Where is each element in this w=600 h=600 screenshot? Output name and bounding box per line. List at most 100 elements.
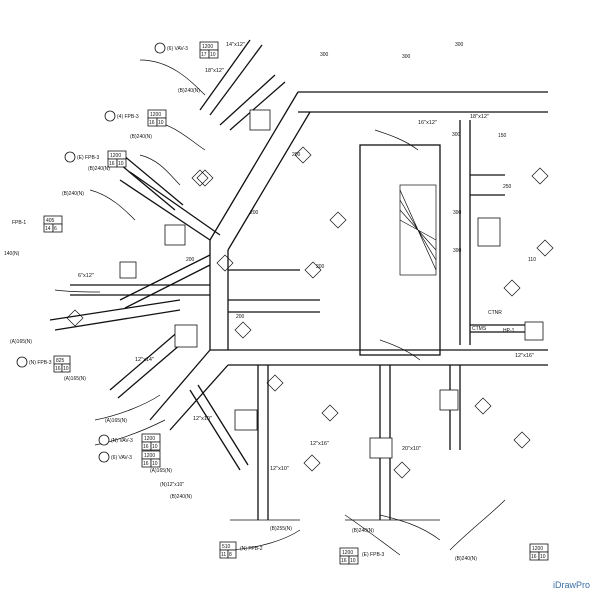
cfm-value: 150 (498, 133, 507, 139)
tag-b: 10 (210, 52, 216, 58)
tag-prefix: (E) FPB-3 (77, 155, 99, 161)
equipment-labels: HP-1 CTNR CTMS (472, 310, 515, 334)
diffuser-label: (B)255(N) (270, 526, 292, 532)
ctms-label: CTMS (472, 326, 487, 332)
tag-b: 10 (350, 558, 356, 564)
tag-a: 16 (143, 461, 149, 467)
cfm-value: 200 (250, 210, 259, 216)
cfm-value: 300 (320, 52, 329, 58)
cfm-value: 110 (528, 257, 536, 263)
tag-prefix: (N) FPB-3 (29, 360, 52, 366)
duct-size-list: 14"x12" 18"x12" 16"x12" 6"x12" 12"x14" 1… (78, 42, 534, 472)
tag-a: 17 (201, 52, 207, 58)
tag-a: 16 (531, 554, 537, 560)
cfm-list: 300 300 300 250 390 390 200 200 200 200 … (186, 42, 536, 320)
tag-cfm: 1200 (532, 546, 543, 552)
tag-a: 11 (221, 552, 226, 558)
tag-prefix: (4) FPB-3 (117, 114, 139, 120)
watermark-logo: iDrawPro (552, 580, 590, 590)
duct-size: 6"x12" (78, 273, 94, 279)
diffuser-label: (B)240(N) (62, 191, 84, 197)
tag-a: 16 (143, 444, 149, 450)
duct-size: 12"x10" (270, 466, 289, 472)
duct-size: 16"x12" (418, 120, 437, 126)
diffuser-label-list: (B)240(N) (B)240(N) (B)240(N) (B)240(N) … (4, 88, 477, 562)
main-duct-network (149, 91, 548, 431)
cfm-value: 390 (453, 210, 462, 216)
diffuser-label: (N)12"x10" (160, 482, 184, 488)
diffuser-label: (B)240(N) (352, 528, 374, 534)
tag-a: 16 (341, 558, 347, 564)
tag-prefix: (N) FPB-2 (240, 546, 263, 552)
tag-fpb3-c[interactable]: (N) FPB-3 825 16 10 (16, 355, 71, 373)
tag-prefix: (6) VAV-3 (111, 455, 132, 461)
cfm-value: 200 (316, 264, 325, 270)
duct-size: 12"x16" (515, 353, 534, 359)
diffuser-label: (A)165(N) (64, 376, 86, 382)
tag-prefix: (E) FPB-3 (362, 552, 384, 558)
duct-size: 12"x10" (193, 416, 212, 422)
equipment-tag-list: (6) VAV-3 1200 17 10 (4) FPB-3 1200 16 1… (12, 41, 549, 565)
tag-b: 10 (152, 461, 158, 467)
tag-cfm: 1200 (150, 112, 161, 118)
tag-cfm: 1200 (342, 550, 353, 556)
duct-size: 12"x14" (135, 357, 154, 363)
hp-label: HP-1 (503, 328, 515, 334)
duct-size: 12"x16" (310, 441, 329, 447)
diffuser-label: (B)240(N) (170, 494, 192, 500)
cfm-value: 390 (453, 248, 462, 254)
tag-prefix: (N) VAV-3 (111, 438, 133, 444)
tag-b: 10 (118, 161, 124, 167)
duct-size: 18"x12" (205, 68, 224, 74)
tag-vav3-top[interactable]: (6) VAV-3 1200 17 10 (154, 41, 219, 59)
tag-cfm: 1200 (110, 153, 121, 159)
tag-b: 10 (158, 120, 164, 126)
tag-fpb3-a[interactable]: (4) FPB-3 1200 16 10 (104, 109, 167, 127)
tag-b: 10 (63, 366, 69, 372)
tag-a: 16 (55, 366, 61, 372)
tag-bottom-right[interactable]: 1200 16 10 (529, 543, 549, 561)
tag-fpb3-bottom[interactable]: 1200 16 10 (E) FPB-3 (339, 547, 384, 565)
tag-fpb3-b[interactable]: (E) FPB-3 1200 16 10 (64, 150, 127, 168)
cfm-value: 300 (452, 132, 461, 138)
tag-b: 10 (540, 554, 546, 560)
cfm-value: 300 (402, 54, 411, 60)
tag-fpb1-left[interactable]: FPB-1 405 14 6 (12, 215, 63, 233)
tag-b: 6 (54, 226, 57, 232)
diffuser-label: (B)240(N) (455, 556, 477, 562)
tag-a: 16 (149, 120, 155, 126)
diffuser-label: (A)165(N) (150, 468, 172, 474)
diffusers (66, 146, 554, 479)
branch-ducts-upper-left (49, 39, 286, 471)
cfm-value: 250 (503, 184, 512, 190)
tag-prefix: (6) VAV-3 (167, 46, 188, 52)
tag-vav3-mid[interactable]: (N) VAV-3 1200 16 10 (98, 433, 161, 451)
tag-cfm: 825 (56, 358, 65, 364)
cfm-value: 300 (455, 42, 464, 48)
tag-cfm: 405 (46, 218, 55, 224)
diffuser-label: (A)165(N) (10, 339, 32, 345)
tag-a: 14 (45, 226, 51, 232)
duct-size: 18"x12" (470, 114, 489, 120)
cfm-value: 200 (236, 314, 245, 320)
duct-size: 14"x12" (226, 42, 245, 48)
tag-b: 10 (152, 444, 158, 450)
leader-lines (54, 59, 506, 556)
cfm-value: 200 (292, 152, 301, 158)
tag-cfm: 510 (222, 544, 231, 550)
diffuser-label: (A)165(N) (105, 418, 127, 424)
tag-cfm: 1200 (202, 44, 213, 50)
tag-cfm: 1200 (144, 436, 155, 442)
diffuser-label: (B)240(N) (130, 134, 152, 140)
tag-vav3-low[interactable]: (6) VAV-3 1200 16 10 (98, 450, 161, 468)
tag-b: 8 (229, 552, 232, 558)
tag-fpb2-bottom[interactable]: 510 11 8 (N) FPB-2 (219, 541, 263, 559)
tag-prefix: FPB-1 (12, 220, 26, 226)
diffuser-label: (B)240(N) (88, 166, 110, 172)
tag-a: 16 (109, 161, 115, 167)
diffuser-label: (B)240(N) (178, 88, 200, 94)
cfm-value: 200 (186, 257, 195, 263)
branch-ducts-lower (230, 365, 461, 521)
tag-cfm: 1200 (144, 453, 155, 459)
